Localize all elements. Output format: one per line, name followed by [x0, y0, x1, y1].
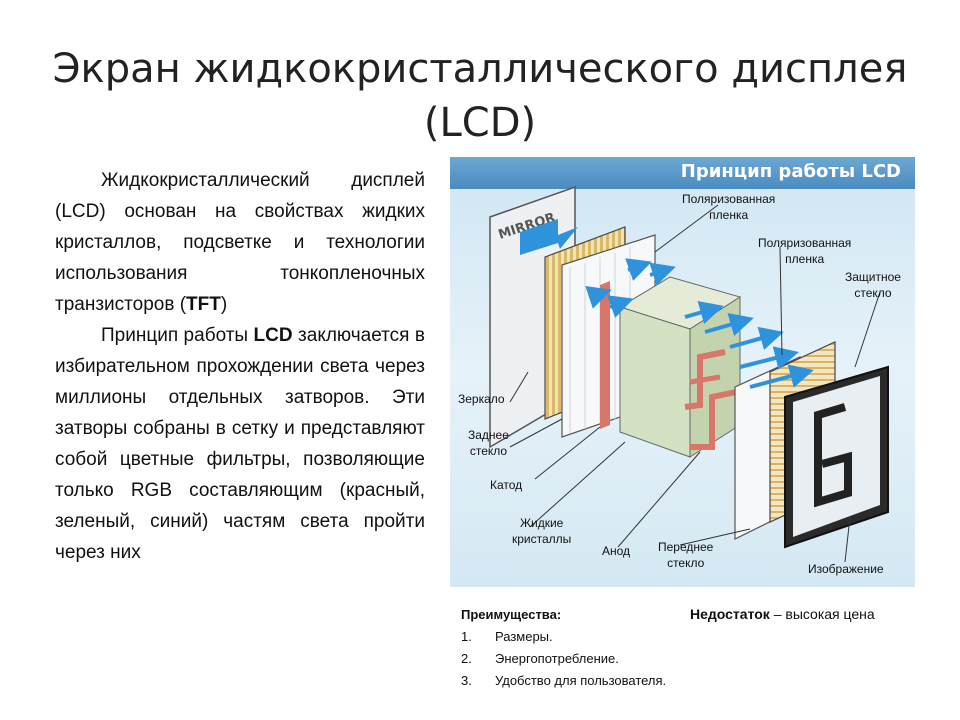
paragraph-lcd-basis: Жидкокристаллический дисплей (LCD) основ… [55, 165, 425, 320]
label-text: Поляризованная пленка [682, 192, 776, 222]
liquid-crystal-block [618, 276, 742, 458]
label-liquid-crystals: Жидкие кристаллы [512, 515, 571, 547]
label-anode: Анод [602, 543, 630, 559]
item-text: Размеры. [495, 629, 553, 644]
text-span: Жидкокристаллический дисплей (LCD) основ… [55, 170, 425, 315]
advantages-list: 1. Размеры. 2. Энергопотребление. 3. Удобст… [461, 626, 666, 692]
label-image: Изображение [808, 561, 884, 577]
description-text: Жидкокристаллический дисплей (LCD) основ… [55, 165, 425, 568]
label-polarized-film-2: Поляризованная пленка [758, 235, 851, 267]
advantages-heading: Преимущества: [461, 607, 562, 622]
item-number: 3. [461, 673, 472, 688]
list-item: 2. Энергопотребление. [461, 648, 666, 670]
label-polarized-film-1: Поляризованная пленка [682, 191, 775, 223]
label-text: Жидкие кристаллы [512, 516, 572, 546]
lcd-layers-illustration: MIRROR [489, 185, 889, 563]
disadvantage-label: Недостаток [690, 606, 770, 622]
anode-electrodes [684, 349, 751, 450]
list-item: 3. Удобство для пользователя. [461, 670, 666, 692]
label-rear-glass: Заднее стекло [468, 427, 509, 459]
paragraph-lcd-principle: Принцип работы LCD заключается в избират… [55, 320, 425, 568]
label-mirror: Зеркало [458, 391, 505, 407]
list-item: 1. Размеры. [461, 626, 666, 648]
figure-header-bar: Принцип работы LCD [450, 157, 915, 189]
advantages-block: Преимущества: 1. Размеры. 2. Энергопотребл… [461, 604, 666, 692]
label-protective-glass: Защитное стекло [845, 269, 901, 301]
item-text: Энергопотребление. [495, 651, 619, 666]
tft-bold: TFT [186, 294, 221, 315]
text-span: заключается в избирательном прохождении … [55, 325, 425, 563]
label-text: Катод [490, 478, 523, 492]
text-span: Принцип работы [101, 325, 254, 346]
label-cathode: Катод [490, 477, 522, 493]
page-title: Экран жидкокристаллического дисплея (LCD… [52, 46, 908, 146]
label-text: Переднее стекло [658, 540, 714, 570]
cathode-electrode [600, 281, 610, 429]
text-span: ) [220, 294, 228, 315]
item-number: 1. [461, 629, 472, 644]
label-text: Заднее стекло [468, 428, 509, 458]
item-number: 2. [461, 651, 472, 666]
label-text: Зеркало [458, 392, 505, 406]
display-image [784, 365, 889, 549]
label-text: Защитное стекло [845, 270, 901, 300]
figure-title: Принцип работы LCD [680, 161, 901, 182]
disadvantage-block: Недостаток – высокая цена [690, 606, 875, 622]
label-text: Анод [602, 544, 631, 558]
lcd-bold: LCD [253, 325, 293, 346]
lcd-principle-figure: Принцип работы LCD MIRROR [450, 157, 915, 587]
label-front-glass: Переднее стекло [658, 539, 713, 571]
label-text: Поляризованная пленка [758, 236, 852, 266]
light-arrows [585, 258, 814, 389]
label-text: Изображение [808, 562, 884, 576]
item-text: Удобство для пользователя. [495, 673, 667, 688]
disadvantage-text: – высокая цена [769, 606, 875, 622]
